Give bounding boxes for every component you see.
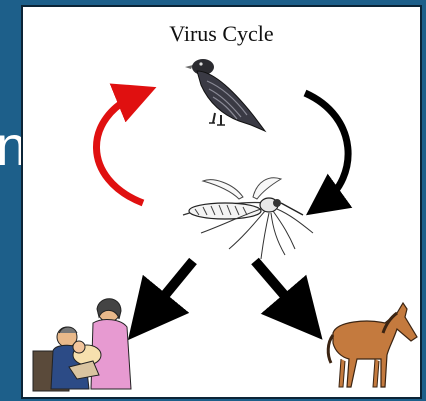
arrow-mosquito-to-bird xyxy=(96,95,143,203)
caregivers-with-baby-icon xyxy=(33,299,131,391)
arrow-mosquito-to-horse xyxy=(255,261,303,317)
arrow-mosquito-to-people xyxy=(147,261,193,317)
mosquito-icon xyxy=(183,178,313,259)
horse-icon xyxy=(328,303,417,387)
virus-cycle-art xyxy=(23,7,420,397)
crow-icon xyxy=(185,59,265,131)
arrow-bird-to-mosquito xyxy=(305,93,348,203)
virus-cycle-panel: Virus Cycle xyxy=(21,5,422,399)
